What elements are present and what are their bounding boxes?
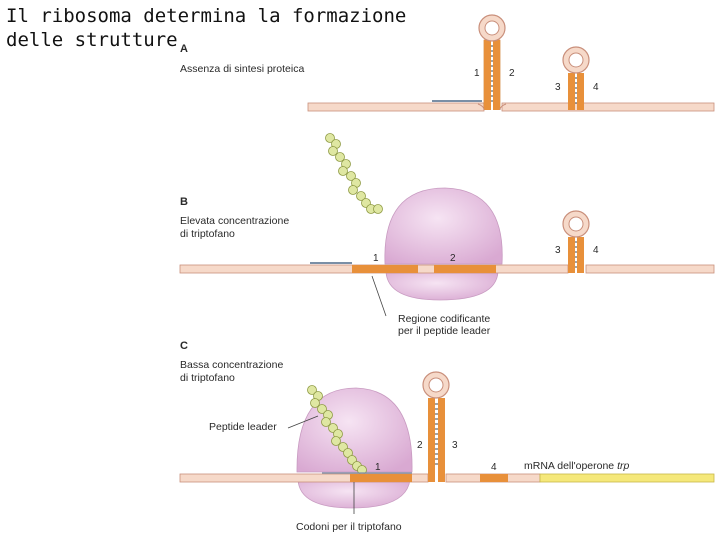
panel-b-letter: B [180, 196, 188, 208]
panel-b-ribosome [384, 187, 503, 301]
panel-a-caption: Assenza di sintesi proteica [180, 63, 304, 75]
panel-b-label-2: 2 [450, 253, 456, 264]
panel-c-mrna-label: mRNA dell'operone trp [524, 460, 629, 472]
panel-c: C Bassa concentrazione di triptofano [179, 340, 715, 533]
panel-a-label-2: 2 [509, 68, 515, 79]
panel-c-label-1: 1 [375, 462, 381, 473]
panel-c-peptide-label: Peptide leader [209, 421, 277, 433]
panel-b-coding-label-line2: per il peptide leader [398, 325, 491, 337]
panel-c-label-2: 2 [417, 440, 423, 451]
panel-a-label-1: 1 [474, 68, 480, 79]
panel-c-mrna [179, 472, 715, 483]
panel-c-letter: C [180, 340, 188, 352]
panel-c-peptide-leader-line [287, 415, 319, 429]
panel-c-label-3: 3 [452, 440, 458, 451]
panel-b-caption-line2: di triptofano [180, 228, 235, 240]
panel-c-peptide-chain [307, 385, 367, 475]
panel-b-label-3: 3 [555, 245, 561, 256]
slide-title: Il ribosoma determina la formazione dell… [6, 5, 407, 51]
panel-a-label-3: 3 [555, 82, 561, 93]
panel-c-label-4: 4 [491, 462, 497, 473]
panel-b-label-1: 1 [373, 253, 379, 264]
panel-c-caption-line2: di triptofano [180, 372, 235, 384]
panel-b-label-4: 4 [593, 245, 599, 256]
panel-a: A Assenza di sintesi proteica [180, 14, 715, 112]
panel-a-hairpin-1-2 [477, 14, 507, 111]
panel-a-mrna [307, 100, 715, 112]
panel-c-hairpin-2-3 [422, 371, 450, 482]
panel-a-letter: A [180, 43, 188, 55]
panel-b: B Elevata concentrazione di triptofano 1 [179, 133, 715, 337]
panel-c-codons-label: Codoni per il triptofano [296, 521, 402, 533]
panel-b-coding-leader-line [371, 275, 387, 317]
panel-b-hairpin-3-4 [562, 210, 590, 273]
panel-b-peptide-chain [325, 133, 383, 214]
panel-b-mrna [179, 262, 715, 274]
panel-a-hairpin-3-4 [562, 46, 590, 110]
panel-a-label-4: 4 [593, 82, 599, 93]
panel-c-trp-operon-segment [539, 473, 715, 483]
panel-b-coding-label-line1: Regione codificante [398, 313, 490, 325]
panel-c-caption-line1: Bassa concentrazione [180, 359, 283, 371]
panel-b-caption-line1: Elevata concentrazione [180, 215, 289, 227]
